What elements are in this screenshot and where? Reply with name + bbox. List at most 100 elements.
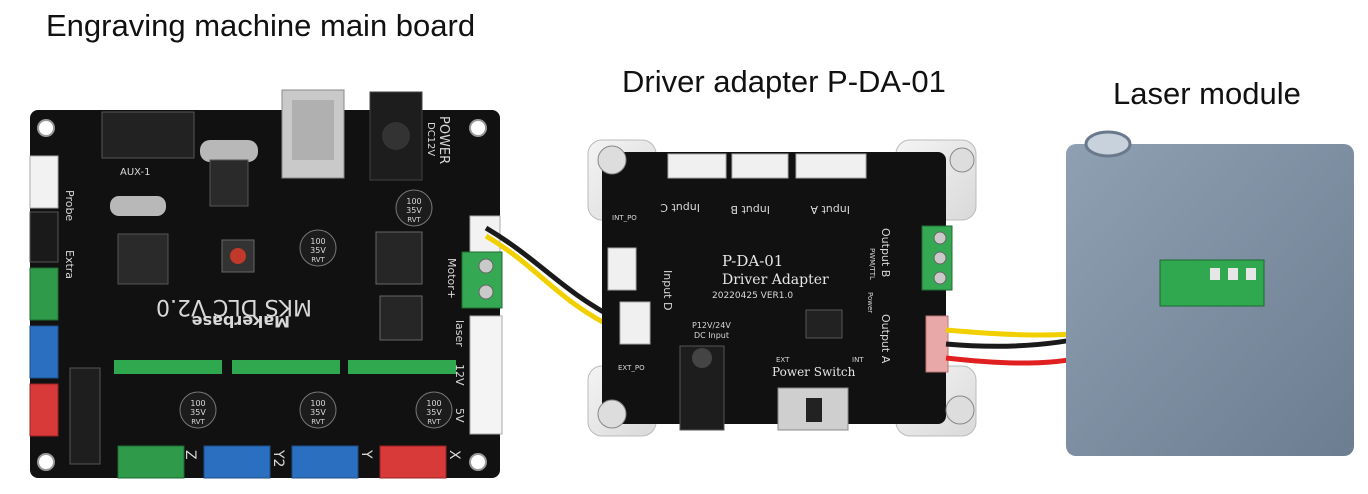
mosfet — [375, 231, 423, 285]
svg-text:RVT: RVT — [191, 418, 205, 426]
pwm-ttl-label: PWM/TTL — [868, 248, 876, 280]
adapter-chip — [805, 309, 843, 339]
capacitor: 100 35V RVT — [299, 229, 337, 267]
output-b-label: Output B — [879, 228, 892, 277]
adapter-dc-jack-hole — [692, 348, 712, 368]
motor-connector-y2 — [203, 445, 271, 479]
input-b-label: Input B — [730, 203, 770, 216]
mosfet — [379, 295, 423, 341]
mount-hole — [469, 453, 487, 471]
extra-connector — [29, 211, 59, 263]
capacitors: 100 35V RVT 100 35V RVT 100 35V RVT 100 … — [179, 189, 453, 429]
left-connector-blue — [29, 325, 59, 379]
driver-header — [232, 360, 340, 374]
main-board: AUX-1 POWER DC12V 100 35V RVT 100 35V RV… — [29, 89, 503, 479]
v12-label: 12V — [453, 364, 466, 386]
driver-adapter: Input C Input B Input A INT_PO Input D P… — [587, 139, 977, 437]
aux-header — [101, 111, 195, 159]
svg-text:100: 100 — [190, 399, 205, 408]
capacitor: 100 35V RVT — [179, 391, 217, 429]
crystal — [110, 196, 166, 216]
laser-module — [1066, 130, 1354, 456]
svg-text:35V: 35V — [310, 246, 326, 255]
power-label: POWER — [436, 116, 451, 164]
output-a-label: Output A — [879, 314, 892, 364]
input-d-label: Input D — [661, 270, 674, 310]
svg-text:RVT: RVT — [407, 216, 421, 224]
mcu-chip — [117, 233, 169, 285]
svg-text:100: 100 — [406, 197, 421, 206]
ext-po-label: EXT_PO — [618, 364, 645, 372]
laser-connector — [1159, 259, 1265, 307]
side-connector-white — [469, 315, 503, 435]
power-voltage-label: DC12V — [425, 122, 436, 156]
adapter-version: 20220425 VER1.0 — [712, 291, 793, 301]
connector-pin — [1246, 268, 1256, 280]
motor-connector-x — [379, 445, 447, 479]
svg-text:RVT: RVT — [311, 256, 325, 264]
standoff — [945, 395, 975, 425]
board-model-text: MKS DLC V2.0 — [156, 294, 312, 319]
input-d-connector — [619, 301, 651, 345]
terminal-screw — [933, 251, 947, 265]
power-switch-slider — [806, 398, 822, 422]
standoff — [597, 145, 627, 175]
svg-text:35V: 35V — [406, 206, 422, 215]
mount-hole — [37, 453, 55, 471]
dc-input-voltage: P12V/24V — [692, 321, 731, 330]
driver-header — [114, 360, 222, 374]
laser-lens-cap — [1084, 130, 1132, 158]
probe-connector — [29, 155, 59, 209]
svg-text:RVT: RVT — [311, 418, 325, 426]
adapter-caption: Driver adapter P-DA-01 — [622, 64, 946, 99]
laser-label: laser — [453, 320, 466, 347]
terminal-screw — [478, 284, 494, 300]
terminal-screw — [478, 258, 494, 274]
pin-header — [69, 367, 101, 465]
ic-chip — [209, 159, 249, 207]
left-connector-red — [29, 383, 59, 437]
output-a-connector — [925, 315, 949, 373]
svg-text:100: 100 — [310, 399, 325, 408]
probe-label: Probe — [63, 190, 76, 221]
power-led-label: Power — [866, 292, 874, 313]
adapter-title: P-DA-01 — [722, 252, 783, 270]
dc-jack-hole — [382, 122, 410, 150]
extra-label: Extra — [63, 250, 76, 279]
capacitor: 100 35V RVT — [415, 391, 453, 429]
svg-text:100: 100 — [310, 237, 325, 246]
terminal-screw — [933, 271, 947, 285]
input-b-connector — [731, 153, 789, 179]
axis-label-z: Z — [182, 450, 198, 460]
input-a-connector — [795, 153, 867, 179]
axis-label-y: Y — [358, 449, 374, 459]
int-po-label: INT_PO — [612, 214, 637, 222]
mount-hole — [469, 119, 487, 137]
aux-label: AUX-1 — [120, 167, 150, 178]
main-board-caption: Engraving machine main board — [46, 8, 476, 43]
mount-hole — [37, 119, 55, 137]
laser-caption: Laser module — [1113, 76, 1301, 111]
power-switch-label: Power Switch — [772, 365, 856, 379]
crystal — [200, 140, 258, 162]
capacitor: 100 35V RVT — [395, 189, 433, 227]
capacitor: 100 35V RVT — [299, 391, 337, 429]
motor-connector-y — [291, 445, 359, 479]
svg-text:100: 100 — [426, 399, 441, 408]
dc-input-label: DC Input — [694, 331, 729, 340]
motor-connector-z — [117, 445, 185, 479]
svg-text:35V: 35V — [310, 408, 326, 417]
connector-pin — [1228, 268, 1238, 280]
connector-pin — [1210, 268, 1220, 280]
reset-button-cap — [230, 248, 246, 264]
left-connector-green — [29, 267, 59, 321]
standoff — [597, 399, 627, 429]
wire-yellow — [484, 233, 620, 333]
input-c-label: Input C — [660, 201, 700, 214]
switch-ext-label: EXT — [776, 356, 790, 364]
switch-int-label: INT — [852, 356, 864, 364]
signal-cable — [484, 225, 620, 333]
motor-label: Motor+ — [445, 258, 458, 299]
input-a-label: Input A — [810, 203, 850, 216]
